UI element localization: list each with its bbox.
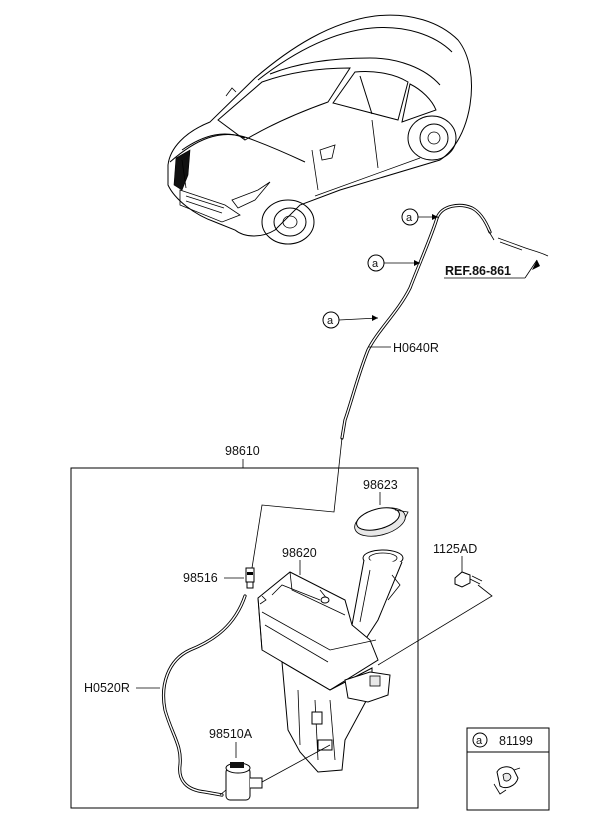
bolt-label: 1125AD bbox=[433, 542, 477, 556]
pump-motor-label: 98510A bbox=[209, 727, 253, 741]
callout-a-2: a bbox=[367, 254, 420, 272]
reservoir-cap bbox=[354, 507, 409, 537]
hose-lower-label: H0520R bbox=[84, 681, 130, 695]
ref-label: REF.86-861 bbox=[445, 264, 511, 278]
legend-part-number: 81199 bbox=[499, 734, 533, 748]
reservoir-label: 98620 bbox=[282, 546, 317, 560]
hose-upper bbox=[340, 203, 549, 440]
svg-text:a: a bbox=[327, 315, 334, 327]
bolt bbox=[454, 571, 483, 588]
cap-label: 98623 bbox=[363, 478, 398, 492]
callout-a-1: a bbox=[401, 208, 438, 226]
ref-arrow bbox=[444, 259, 540, 279]
callout-a-3: a bbox=[322, 311, 379, 329]
assembly-box bbox=[70, 467, 419, 809]
car-illustration bbox=[167, 14, 472, 245]
svg-text:a: a bbox=[406, 212, 413, 224]
washer-pump-motor bbox=[219, 762, 263, 801]
svg-text:a: a bbox=[372, 258, 379, 270]
nozzle-valve bbox=[245, 567, 255, 589]
washer-reservoir bbox=[257, 549, 404, 773]
hose-upper-label: H0640R bbox=[393, 341, 439, 355]
legend-letter: a bbox=[476, 735, 483, 747]
hose-clip-icon bbox=[493, 766, 521, 795]
assembly-label: 98610 bbox=[225, 444, 260, 458]
hose-lower bbox=[162, 594, 247, 797]
legend-box: a 81199 bbox=[466, 727, 550, 811]
nozzle-valve-label: 98516 bbox=[183, 571, 218, 585]
